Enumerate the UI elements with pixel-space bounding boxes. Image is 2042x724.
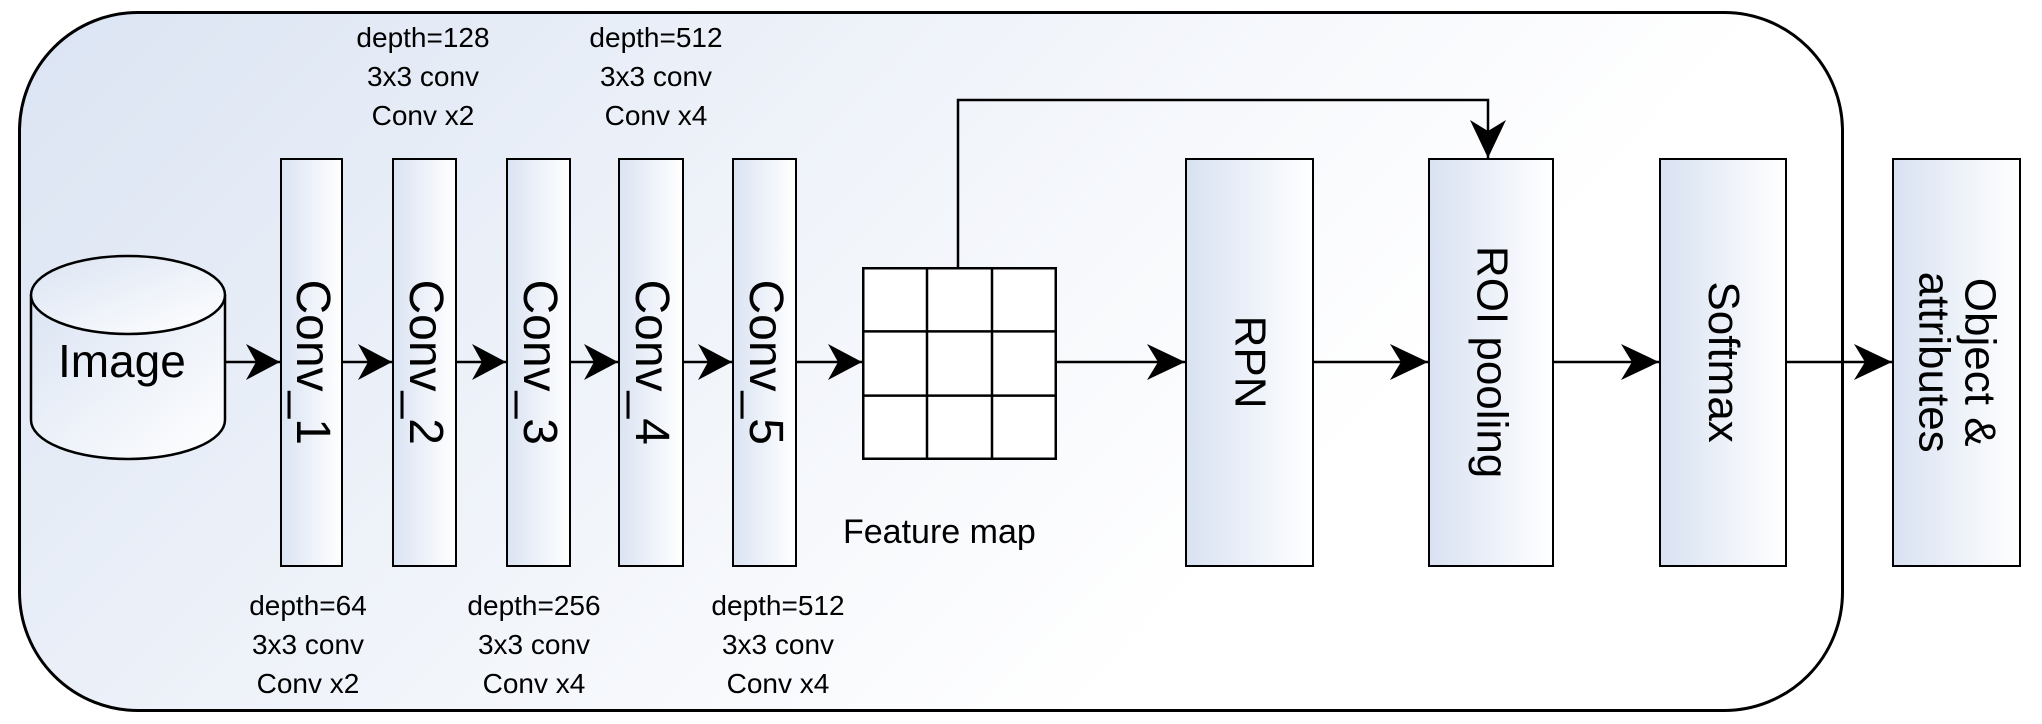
output-label: Object & attributes	[1909, 272, 2005, 453]
conv3-annotation: depth=256 3x3 conv Conv x4	[467, 590, 601, 699]
output-label-line1: Object &	[1955, 278, 2005, 447]
conv3-block: Conv_3	[506, 158, 571, 567]
arrowheads	[246, 120, 1892, 380]
conv5-block: Conv_5	[732, 158, 797, 567]
image-database-icon	[29, 254, 227, 461]
roi-pooling-label: ROI pooling	[1467, 246, 1517, 479]
conv4-block: Conv_4	[618, 158, 684, 567]
output-label-line2: attributes	[1909, 272, 1959, 453]
image-label: Image	[58, 335, 186, 387]
conv5-label: Conv_5	[738, 279, 792, 446]
edge-featuremap-roi-skip	[956, 98, 1490, 267]
conv2-label: Conv_2	[398, 279, 452, 446]
roi-pooling-block: ROI pooling	[1428, 158, 1554, 567]
conv4-annotation: depth=512 3x3 conv Conv x4	[589, 22, 723, 131]
rpn-label: RPN	[1225, 316, 1275, 409]
output-block: Object & attributes	[1892, 158, 2021, 567]
conv5-annotation: depth=512 3x3 conv Conv x4	[711, 590, 845, 699]
conv2-block: Conv_2	[392, 158, 457, 567]
feature-map-label: Feature map	[843, 513, 1036, 551]
rpn-block: RPN	[1185, 158, 1314, 567]
softmax-label: Softmax	[1699, 281, 1749, 444]
conv3-label: Conv_3	[512, 279, 566, 446]
conv1-annotation: depth=64 3x3 conv Conv x2	[249, 590, 367, 699]
conv1-block: Conv_1	[280, 158, 343, 567]
conv2-annotation: depth=128 3x3 conv Conv x2	[356, 22, 490, 131]
feature-map-grid	[862, 267, 1057, 460]
softmax-block: Softmax	[1659, 158, 1787, 567]
conv1-label: Conv_1	[285, 279, 339, 446]
conv4-label: Conv_4	[625, 279, 679, 446]
